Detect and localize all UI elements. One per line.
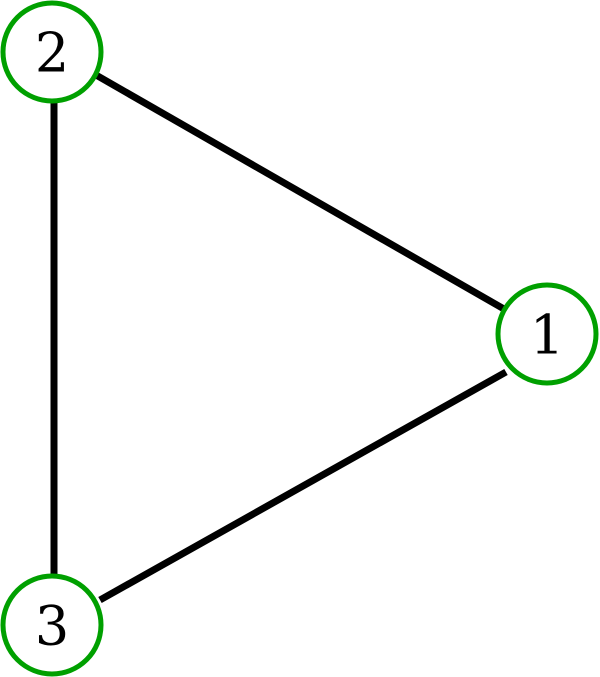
node-3-label: 3 bbox=[35, 595, 69, 658]
node-1[interactable]: 1 bbox=[495, 282, 599, 386]
node-1-label: 1 bbox=[530, 304, 564, 367]
node-2-label: 2 bbox=[35, 22, 69, 85]
node-1-circle[interactable] bbox=[495, 282, 599, 386]
node-2[interactable]: 2 bbox=[0, 0, 104, 104]
node-2-circle[interactable] bbox=[0, 0, 104, 104]
node-3[interactable]: 3 bbox=[0, 573, 104, 677]
edge-2-1[interactable] bbox=[94, 71, 506, 313]
node-3-circle[interactable] bbox=[0, 573, 104, 677]
edge-3-1[interactable] bbox=[98, 368, 508, 604]
edge-layer bbox=[50, 71, 508, 604]
